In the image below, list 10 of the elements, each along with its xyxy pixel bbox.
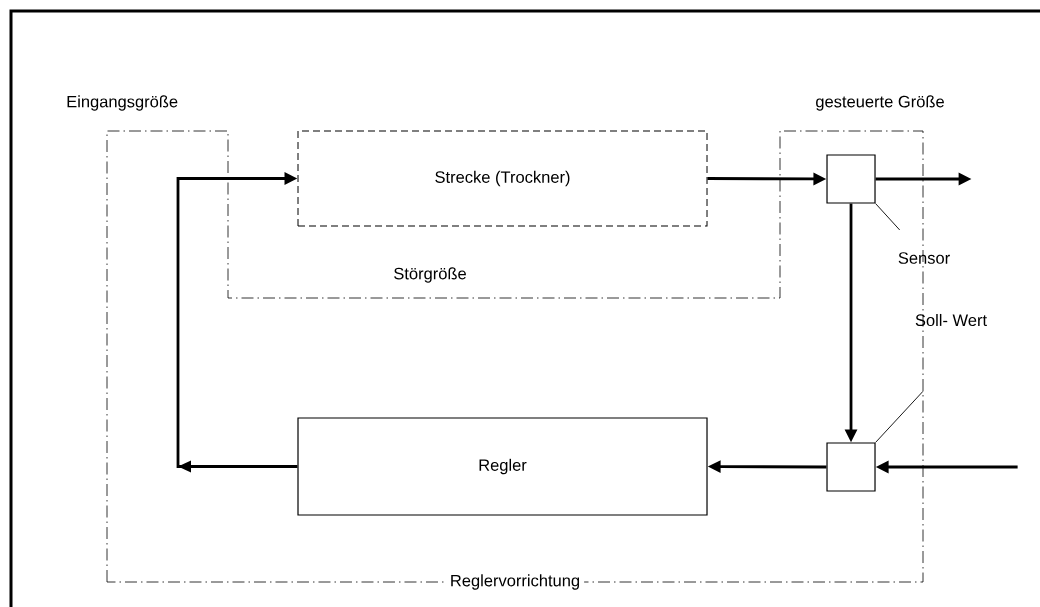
label-text: Eingangsgröße bbox=[67, 95, 178, 111]
label-text: gesteuerte Größe bbox=[816, 95, 944, 111]
square-block bbox=[826, 442, 876, 492]
label-text: Störgröße bbox=[394, 267, 466, 283]
leader-line bbox=[875, 203, 901, 231]
arrow bbox=[176, 172, 298, 473]
leader-line bbox=[875, 390, 924, 443]
process-box: Regler bbox=[297, 417, 708, 516]
square-block bbox=[826, 154, 876, 204]
process-box: Strecke (Trockner) bbox=[297, 130, 708, 227]
